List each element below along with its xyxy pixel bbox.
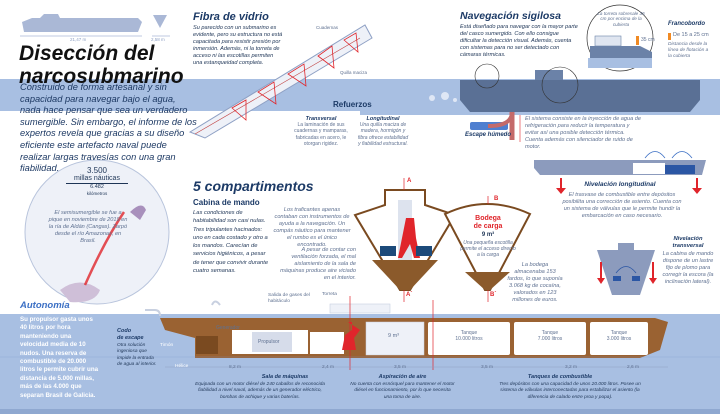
tank-capacity: 10.000 litros bbox=[455, 336, 483, 342]
tank-name: Tanque bbox=[460, 330, 478, 336]
ventilacion-text: A pesar de contar con ventilación forzad… bbox=[280, 247, 356, 281]
intro-text: Construido de forma artesanal y sin capa… bbox=[20, 82, 197, 174]
length-label: 21,47 m bbox=[70, 37, 87, 42]
bodega-profile-volume: 9 m³ bbox=[388, 333, 399, 339]
km-label: kilómetros bbox=[86, 191, 108, 196]
cabina-text: Las condiciones de habitabilidad son cas… bbox=[193, 210, 269, 275]
nt-title-1: Nivelación bbox=[673, 236, 703, 242]
francobordo-value: De 15 a 25 cm bbox=[673, 32, 709, 38]
bodega-title-1: Bodega bbox=[475, 215, 501, 222]
boat-silhouette-icon bbox=[22, 14, 167, 32]
distance-readout: 3.500 millas náuticas 6.482 kilómetros bbox=[66, 167, 128, 196]
codo-text: Otra solución ingeniosa que impide la en… bbox=[117, 343, 157, 368]
route-note: El semisumergible se fue a pique en novi… bbox=[48, 210, 128, 244]
quilla-label: Quilla maciza bbox=[340, 70, 368, 75]
navegacion-text: Está diseñado para navegar con la mayor … bbox=[460, 24, 578, 58]
propulsor-label: Propulsor bbox=[258, 339, 280, 345]
longitudinal-title: Longitudinal bbox=[366, 116, 400, 122]
distance-miles: 3.500 bbox=[86, 166, 108, 175]
refuerzos-title: Refuerzos bbox=[333, 100, 372, 109]
submarine-profile bbox=[0, 296, 720, 370]
title-line-1: Disección del bbox=[19, 42, 155, 65]
miles-label: millas náuticas bbox=[66, 175, 128, 184]
route-map-globe bbox=[24, 159, 170, 305]
aspiracion-text: No cuenta con esnórquel para mantener el… bbox=[350, 382, 455, 400]
nivelacion-transversal-title: Nivelación transversal bbox=[660, 236, 716, 250]
timon-label: Timón bbox=[160, 343, 174, 348]
section-a-label: A bbox=[407, 178, 412, 184]
francobordo-title: Francobordo bbox=[668, 21, 705, 27]
nivelacion-transversal-text: La cabina de mando dispone de un lastre … bbox=[662, 251, 714, 285]
bodega-title-2: de carga bbox=[473, 223, 503, 230]
compartimentos-title: 5 compartimentos bbox=[193, 178, 314, 194]
section-b-label: B bbox=[494, 196, 499, 202]
generador-label: Generador bbox=[216, 325, 240, 331]
torreta-label: Torreta bbox=[322, 292, 337, 297]
codo-title-2: de escape bbox=[117, 334, 144, 341]
dimension-6: 2,6 m bbox=[627, 365, 639, 370]
page-title: Disección del narcosubmarino bbox=[19, 42, 184, 88]
section-b2-label: B´ bbox=[490, 292, 497, 298]
torreta-value: 35 cm bbox=[641, 37, 655, 43]
beam-label: 2,58 m bbox=[151, 37, 165, 42]
salida-gases-label: Salida de gases del habitáculo bbox=[268, 293, 310, 304]
transversal-title: Transversal bbox=[305, 116, 337, 122]
cuadernas-label: Cuadernas bbox=[316, 25, 339, 30]
tank-name: Tanque bbox=[610, 330, 628, 336]
cabina-title: Cabina de mando bbox=[193, 198, 260, 207]
bodega-volume: 9 m³ bbox=[481, 232, 495, 238]
bodega-info: Bodega de carga 9 m³ Una pequeña escotil… bbox=[460, 215, 516, 259]
bodega-note: La bodega almacenaba 153 fardos, lo que … bbox=[507, 262, 563, 303]
autonomia-text: Su propulsor gasta unos 40 litros por ho… bbox=[20, 316, 99, 399]
nivelacion-longitudinal-text: El trasvase de combustible entre depósit… bbox=[562, 192, 682, 219]
cross-section-a bbox=[353, 178, 457, 302]
longitudinal-text: Una quilla maciza de madera, hormigón y … bbox=[357, 122, 409, 148]
transversal-leveling-diagram bbox=[597, 243, 657, 295]
escape-text: El sistema consiste en la inyección de a… bbox=[525, 116, 641, 150]
escape-title: Escape húmedo bbox=[465, 132, 512, 138]
dimension-2: 2,4 m bbox=[322, 365, 334, 370]
tank-name: Tanque bbox=[541, 330, 559, 336]
traficantes-text: Los traficantes apenas contaban con inst… bbox=[273, 207, 351, 248]
navegacion-title: Navegación sigilosa bbox=[460, 10, 561, 22]
title-line-2: narcosubmarino bbox=[19, 65, 184, 88]
transversal-text: La laminación de sus cuadernas y mampara… bbox=[294, 122, 348, 148]
tank-capacity: 3.000 litros bbox=[606, 336, 632, 342]
codo-title-1: Codo bbox=[117, 328, 132, 334]
tank-capacity: 7.000 litros bbox=[537, 336, 563, 342]
dimension-5: 3,2 m bbox=[565, 365, 577, 370]
sala-text: Equipada con un motor diésel de 240 caba… bbox=[195, 382, 325, 400]
section-a2-label: A´ bbox=[406, 292, 413, 298]
distance-km: 6.482 bbox=[90, 184, 104, 190]
torreta-note: La torreta sobresale 35 cm por encima de… bbox=[597, 11, 645, 27]
nivelacion-longitudinal-title: Nivelación longitudinal bbox=[584, 181, 656, 188]
dimension-3: 3,5 m bbox=[394, 365, 406, 370]
fiberglass-hull-diagram bbox=[188, 24, 373, 139]
sala-title: Sala de máquinas bbox=[261, 374, 309, 380]
tanques-text: Tres depósitos con una capacidad de unos… bbox=[499, 382, 641, 400]
aspiracion-title: Aspiración de aire bbox=[378, 374, 427, 380]
tanques-title: Tanques de combustible bbox=[527, 374, 593, 380]
refuerzo-longitudinal: Longitudinal Una quilla maciza de madera… bbox=[356, 116, 410, 148]
codo-title: Codo de escape bbox=[117, 328, 144, 341]
fibra-title: Fibra de vidrio bbox=[193, 11, 269, 23]
longitudinal-leveling-diagram bbox=[534, 151, 706, 194]
refuerzo-transversal: Transversal La laminación de sus cuadern… bbox=[290, 116, 352, 148]
fibra-text: Su parecido con un submarino es evidente… bbox=[193, 25, 283, 66]
cross-section-b bbox=[443, 196, 532, 302]
helice-label: Hélice bbox=[175, 364, 189, 369]
dimension-1: 8,2 m bbox=[229, 365, 241, 370]
bodega-text: Una pequeña escotilla permite el acceso … bbox=[460, 240, 516, 259]
nt-title-2: transversal bbox=[672, 243, 704, 249]
dimension-4: 3,5 m bbox=[481, 365, 493, 370]
autonomia-title: Autonomía bbox=[20, 300, 70, 311]
francobordo-text: Distancia desde la línea de flotación a … bbox=[668, 42, 709, 59]
wet-exhaust-icon bbox=[470, 111, 515, 140]
stealth-submarine-diagram bbox=[429, 4, 700, 112]
